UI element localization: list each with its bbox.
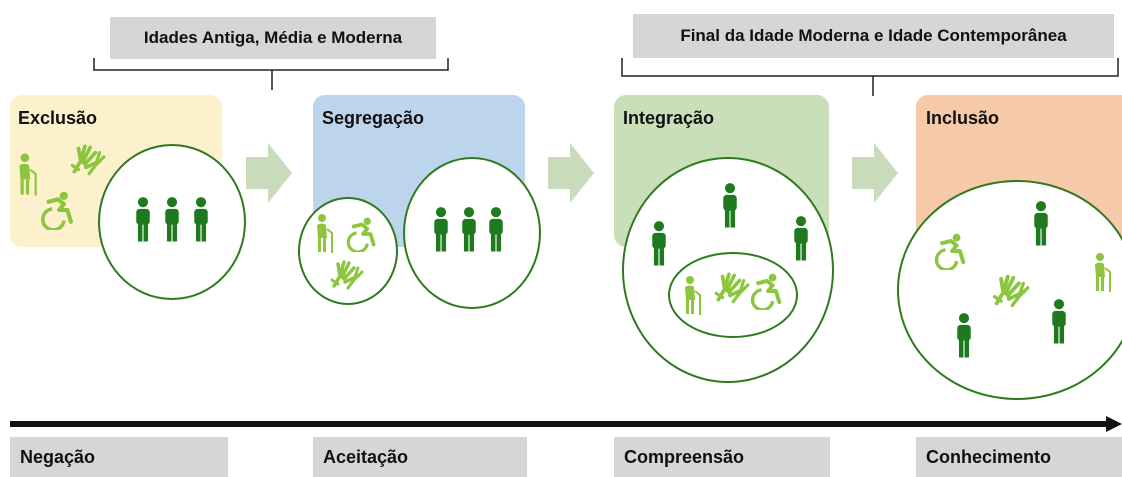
wheelchair-icon	[38, 190, 78, 230]
period-bracket-ancient	[93, 58, 449, 90]
period-label-ancient: Idades Antiga, Média e Moderna	[143, 28, 403, 47]
period-box-modern: Final da Idade Moderna e Idade Contempor…	[633, 14, 1114, 58]
stage-title-inclusion: Inclusão	[926, 108, 1000, 128]
timeline-arrow	[10, 416, 1122, 432]
circle-inclusion	[897, 180, 1122, 400]
attitude-label-acceptance: Aceitação	[313, 437, 527, 477]
person-icon	[163, 196, 181, 242]
sign-language-icon	[712, 268, 750, 306]
attitude-label-knowledge: Conhecimento	[916, 437, 1122, 477]
stage-title-segregation: Segregação	[322, 108, 425, 128]
arrow-icon	[246, 143, 292, 203]
stage-title-integration: Integração	[623, 108, 715, 128]
elder-icon	[312, 212, 336, 254]
person-icon	[1050, 298, 1068, 344]
person-icon	[432, 206, 450, 252]
period-box-ancient: Idades Antiga, Média e Moderna	[110, 17, 436, 59]
person-icon	[650, 220, 668, 266]
person-icon	[487, 206, 505, 252]
person-icon	[192, 196, 210, 242]
sign-language-icon	[990, 270, 1030, 310]
person-icon	[1032, 200, 1050, 246]
arrow-icon	[548, 143, 594, 203]
stage-title-exclusion: Exclusão	[18, 108, 98, 128]
person-icon	[721, 182, 739, 228]
period-bracket-modern	[621, 58, 1119, 96]
wheelchair-icon	[344, 216, 380, 252]
person-icon	[460, 206, 478, 252]
sign-language-icon	[68, 140, 106, 178]
person-icon	[134, 196, 152, 242]
person-icon	[955, 312, 973, 358]
wheelchair-icon	[932, 232, 970, 270]
elder-icon	[1090, 250, 1114, 294]
person-icon	[792, 215, 810, 261]
wheelchair-icon	[748, 272, 786, 310]
attitude-label-understanding: Compreensão	[614, 437, 830, 477]
arrow-icon	[852, 143, 898, 203]
elder-icon	[14, 152, 40, 196]
sign-language-icon	[328, 256, 364, 292]
attitude-label-negation: Negação	[10, 437, 228, 477]
period-label-modern: Final da Idade Moderna e Idade Contempor…	[680, 26, 1067, 45]
elder-icon	[680, 274, 704, 316]
